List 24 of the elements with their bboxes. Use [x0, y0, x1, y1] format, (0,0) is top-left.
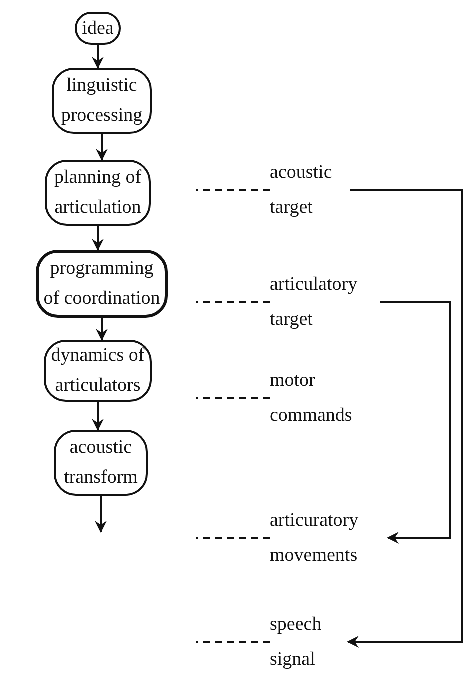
- process-box: acoustic transform: [54, 430, 148, 496]
- process-box: programming of coordination: [36, 250, 168, 318]
- arrow: [95, 496, 107, 533]
- leader-line: [196, 397, 270, 399]
- arrow: [96, 318, 108, 341]
- leader-line: [196, 641, 270, 643]
- signal-label: articuratory movements: [270, 503, 388, 573]
- signal-label: articulatory target: [270, 267, 380, 337]
- leader-line: [196, 189, 270, 191]
- signal-label: motor commands: [270, 363, 375, 433]
- arrow: [92, 402, 104, 431]
- arrow: [96, 134, 108, 161]
- feedback-arrow: [380, 301, 451, 544]
- arrow: [92, 45, 104, 69]
- process-box: dynamics of articulators: [44, 340, 152, 402]
- arrow: [92, 226, 104, 251]
- leader-line: [196, 301, 270, 303]
- signal-label: speech signal: [270, 607, 348, 675]
- leader-line: [196, 537, 270, 539]
- process-box: idea: [75, 12, 121, 45]
- feedback-arrow: [347, 189, 463, 648]
- signal-label: acoustic target: [270, 155, 350, 225]
- process-box: linguistic processing: [52, 68, 152, 134]
- process-box: planning of articulation: [45, 160, 151, 226]
